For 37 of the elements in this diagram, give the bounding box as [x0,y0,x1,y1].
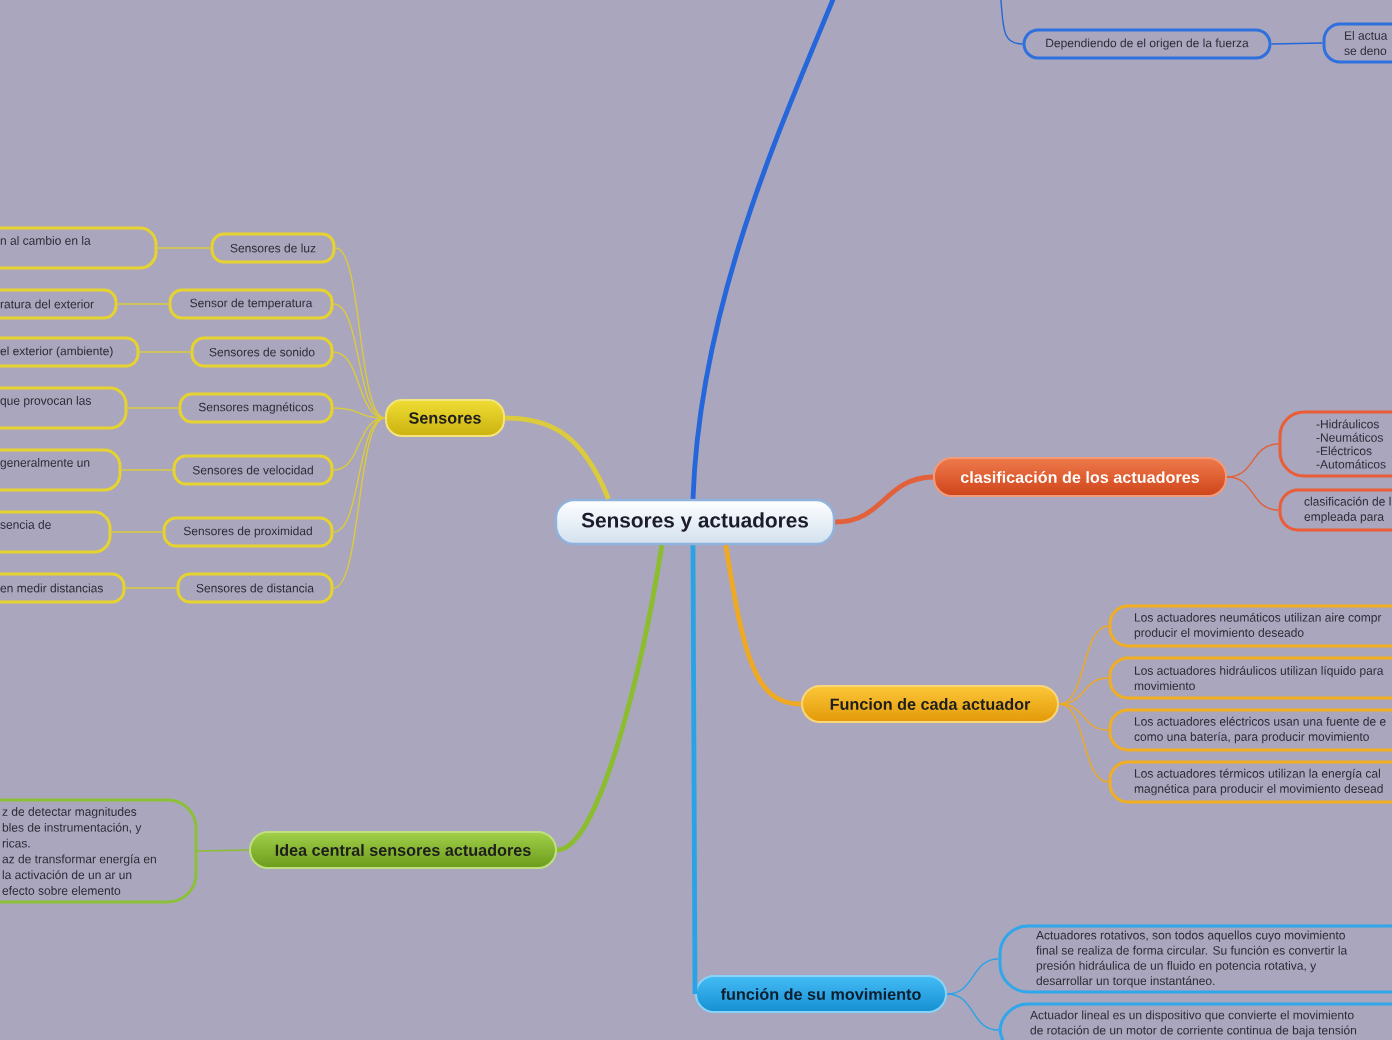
connector-line [946,993,1000,1031]
connector-line [196,849,250,852]
branch-topic-box: clasificación de los actuadores [933,457,1227,497]
connector-line [556,544,665,853]
connector-line [334,247,386,419]
connector-line [332,417,386,589]
connector-line [110,531,164,533]
connector-line [332,417,386,533]
connector-line [332,351,386,419]
connector-line [690,0,839,499]
connector-line [835,474,934,525]
connector-line [1226,443,1280,478]
connector-line [1270,42,1324,45]
connector-line [1226,476,1280,511]
branch-topic-box: Funcion de cada actuador [801,685,1059,723]
connector-line [1058,677,1110,705]
connector-line [126,407,180,409]
connector-line [116,303,170,305]
connector-line [332,303,386,419]
branch-topic-box: función de su movimiento [695,975,947,1013]
central-topic-box: Sensores y actuadores [554,498,836,546]
branch-topic-box: Sensores [385,399,505,437]
connector-line [124,587,178,589]
connector-line [120,469,174,471]
connector-line [332,417,386,471]
connector-line [1058,625,1110,705]
connector-line [332,407,386,419]
connector-line [1058,703,1110,783]
connector-line [723,544,802,707]
connector-line [946,958,1000,995]
connector-line [999,0,1024,45]
branch-topic-box: Idea central sensores actuadores [249,831,557,869]
connector-line [690,545,698,995]
connector-line [156,247,212,249]
connector-line [1058,703,1110,731]
connector-line [138,351,192,353]
connector-line [504,415,611,500]
